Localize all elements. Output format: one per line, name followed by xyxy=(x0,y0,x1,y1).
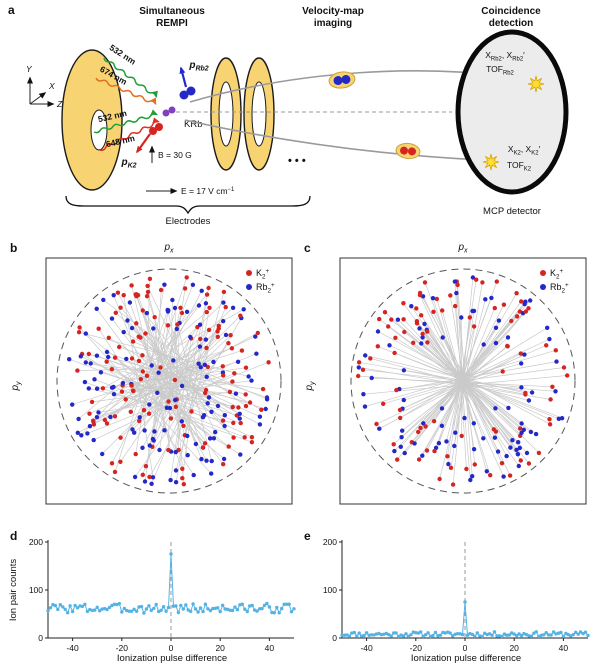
k2-tof-label: TOFK2 xyxy=(507,160,531,173)
panel-label-b: b xyxy=(10,241,17,255)
p-rb2-label: pRb2 xyxy=(188,60,208,73)
legend-label-k2: K2+ xyxy=(256,268,270,281)
mcp-detector xyxy=(455,29,569,195)
axis-z-label: Z xyxy=(56,99,63,109)
legend-label-rb2: Rb2+ xyxy=(256,282,275,295)
svg-text:20: 20 xyxy=(509,643,519,653)
panel-label-a: a xyxy=(8,3,15,17)
legend: K2+ Rb2+ xyxy=(246,268,275,295)
svg-text:0: 0 xyxy=(332,633,337,643)
coincidence-lines xyxy=(358,277,568,485)
header-vmi-line1: Velocity-map xyxy=(302,6,364,17)
coordinate-axes: Y X Z xyxy=(26,64,63,109)
header-vmi-line2: imaging xyxy=(314,18,352,29)
panel-label-e: e xyxy=(304,529,311,543)
header-coincidence-line1: Coincidence xyxy=(481,6,541,17)
legend: K2+ Rb2+ xyxy=(540,268,569,295)
k2-flying-molecule xyxy=(395,142,421,160)
p-k2-arrow xyxy=(136,133,151,154)
electrodes-brace xyxy=(65,195,311,215)
extractor-hole-2 xyxy=(251,81,267,147)
legend-label-rb2: Rb2+ xyxy=(550,282,569,295)
rb2-hits-label: XRb2, XRb2′ xyxy=(485,50,525,63)
momentum-boundary-circle xyxy=(56,268,282,494)
svg-text:200: 200 xyxy=(29,537,43,547)
pulse-plot-content: 0 100 200 -40 -20 0 20 40 xyxy=(29,537,296,653)
svg-text:100: 100 xyxy=(323,585,337,595)
coincidence-lines xyxy=(69,277,269,485)
k2-fragment xyxy=(149,123,163,135)
scatter-content xyxy=(56,268,282,494)
k2-trajectory-arrow xyxy=(184,119,484,163)
legend-dot-k2 xyxy=(540,270,546,276)
momentum-boundary-circle xyxy=(350,268,576,494)
svg-text:40: 40 xyxy=(265,643,275,653)
laser-beams xyxy=(93,57,160,151)
legend-dot-k2 xyxy=(246,270,252,276)
header-rempi-line1: Simultaneous xyxy=(139,6,205,17)
header-coincidence-line2: detection xyxy=(489,18,533,29)
svg-text:0: 0 xyxy=(463,643,468,653)
ion-hit-dots xyxy=(356,275,570,487)
header-rempi-line2: REMPI xyxy=(156,18,188,29)
svg-text:-20: -20 xyxy=(116,643,129,653)
axis-y-label: Y xyxy=(26,64,33,74)
svg-text:20: 20 xyxy=(215,643,225,653)
px-axis-label: px xyxy=(163,242,174,255)
axis-x-label: X xyxy=(48,81,55,91)
ellipsis-dots: • • • xyxy=(288,155,306,167)
panel-b-scatter: b px py K2+ Rb2+ xyxy=(10,241,293,505)
svg-text:-40: -40 xyxy=(360,643,373,653)
b-field-label: B = 30 G xyxy=(158,150,192,160)
legend-dot-rb2 xyxy=(246,284,252,290)
panel-e-pulse-plot: e 0 100 200 -40 -20 0 20 40 Ionization pulse di… xyxy=(304,529,590,664)
rb2-fragment xyxy=(179,86,196,100)
svg-text:0: 0 xyxy=(169,643,174,653)
legend-label-k2: K2+ xyxy=(550,268,564,281)
panel-label-d: d xyxy=(10,529,17,543)
p-k2-label: pK2 xyxy=(120,157,136,170)
p-rb2-arrow xyxy=(179,66,188,88)
counts-markers xyxy=(340,600,590,639)
svg-text:200: 200 xyxy=(323,537,337,547)
panel-label-c: c xyxy=(304,241,311,255)
px-axis-label: px xyxy=(457,242,468,255)
svg-text:100: 100 xyxy=(29,585,43,595)
rb2-flying-molecule xyxy=(328,71,356,89)
ion-hit-dots xyxy=(67,275,271,487)
detector-hit-stars xyxy=(482,75,545,171)
repeller-hole xyxy=(90,109,108,151)
svg-text:0: 0 xyxy=(38,633,43,643)
panel-a-apparatus-diagram: a Simultaneous REMPI Velocity-map imagin… xyxy=(8,3,569,227)
panel-d-pulse-plot: d Ion pair counts 0 100 200 -40 -20 0 20 40 Ion… xyxy=(8,529,296,664)
e-field-label: E = 17 V cm−1 xyxy=(181,186,235,196)
svg-text:40: 40 xyxy=(559,643,569,653)
krb-molecule xyxy=(162,106,176,117)
ion-pair-counts-label: Ion pair counts xyxy=(8,559,19,622)
mcp-detector-label: MCP detector xyxy=(483,206,541,217)
x-axis-label: Ionization pulse difference xyxy=(117,653,227,664)
legend-dot-rb2 xyxy=(540,284,546,290)
counts-markers xyxy=(46,552,296,615)
krb-label: KRb xyxy=(184,119,202,130)
electrodes-label: Electrodes xyxy=(166,216,211,227)
svg-text:-20: -20 xyxy=(410,643,423,653)
py-axis-label: py xyxy=(304,381,317,392)
rb2-tof-label: TOFRb2 xyxy=(486,64,514,77)
panel-c-scatter: c px py K2+ Rb2+ xyxy=(304,241,587,505)
x-axis-label: Ionization pulse difference xyxy=(411,653,521,664)
pulse-plot-content: 0 100 200 -40 -20 0 20 40 xyxy=(323,537,590,653)
scatter-content xyxy=(350,268,576,494)
k2-hits-label: XK2, XK2′ xyxy=(508,144,541,157)
svg-text:-40: -40 xyxy=(66,643,79,653)
py-axis-label: py xyxy=(10,381,23,392)
